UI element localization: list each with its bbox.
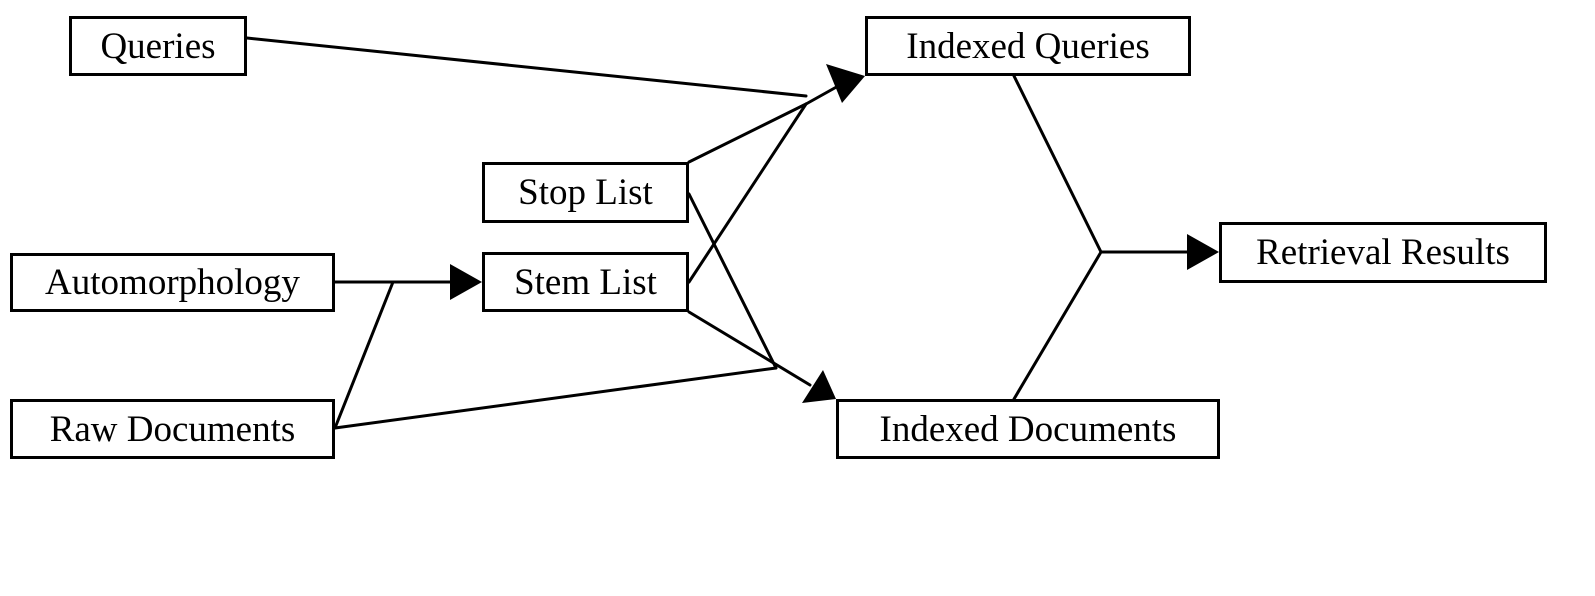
edge-indexed-documents-to-merge bbox=[1012, 250, 1103, 401]
edge-stop-list-to-indexed-queries bbox=[687, 102, 808, 164]
stem-list-label: Stem List bbox=[514, 261, 657, 303]
raw-documents-node: Raw Documents bbox=[10, 399, 335, 459]
automorphology-node: Automorphology bbox=[10, 253, 335, 312]
queries-node: Queries bbox=[69, 16, 247, 76]
stop-list-label: Stop List bbox=[518, 172, 653, 213]
arrowhead-into-indexed-documents bbox=[802, 370, 836, 403]
arrowhead-into-stem-list bbox=[450, 264, 482, 300]
edge-junction-to-indexed-queries bbox=[804, 83, 842, 106]
edge-stem-list-to-indexed-documents bbox=[687, 310, 812, 387]
edge-queries-to-indexed-queries bbox=[245, 36, 808, 98]
indexed-queries-label: Indexed Queries bbox=[906, 25, 1150, 67]
edge-raw-documents-to-stem-list bbox=[333, 280, 395, 430]
retrieval-results-label: Retrieval Results bbox=[1256, 232, 1510, 273]
edge-stop-list-to-indexed-documents bbox=[687, 192, 778, 370]
arrowhead-into-retrieval-results bbox=[1187, 234, 1219, 270]
raw-documents-label: Raw Documents bbox=[49, 408, 296, 450]
stem-list-node: Stem List bbox=[482, 252, 689, 312]
stop-list-node: Stop List bbox=[482, 162, 689, 223]
edge-stem-list-to-indexed-queries bbox=[687, 102, 808, 284]
retrieval-results-node: Retrieval Results bbox=[1219, 222, 1547, 283]
indexed-documents-label: Indexed Documents bbox=[879, 408, 1177, 450]
queries-label: Queries bbox=[100, 25, 216, 67]
indexed-queries-node: Indexed Queries bbox=[865, 16, 1191, 76]
edge-indexed-queries-to-merge bbox=[1012, 74, 1103, 254]
edge-raw-documents-to-indexed-documents bbox=[333, 366, 778, 430]
automorphology-label: Automorphology bbox=[45, 262, 300, 303]
arrowhead-into-indexed-queries bbox=[826, 64, 865, 103]
indexed-documents-node: Indexed Documents bbox=[836, 399, 1220, 459]
